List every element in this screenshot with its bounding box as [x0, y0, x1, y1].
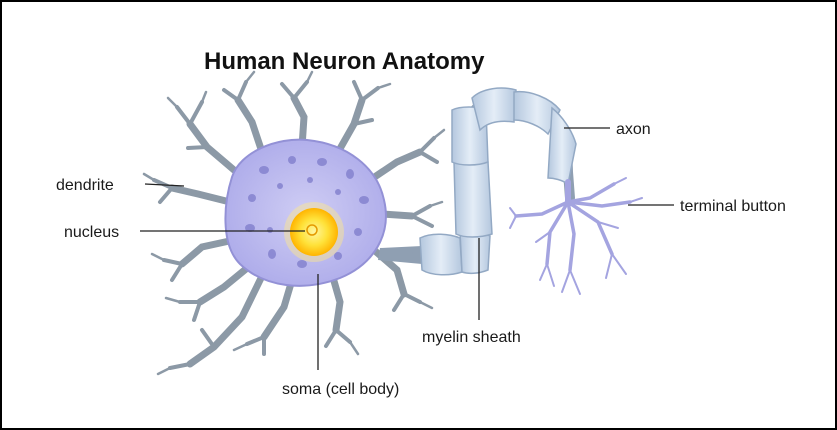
axon-terminal	[510, 178, 642, 294]
label-soma: soma (cell body)	[282, 381, 399, 398]
label-myelin-sheath: myelin sheath	[422, 329, 521, 346]
label-axon: axon	[616, 121, 651, 138]
myelin-sheath	[420, 88, 576, 275]
diagram-title: Human Neuron Anatomy	[204, 48, 485, 75]
label-nucleus: nucleus	[64, 224, 119, 241]
label-terminal-button: terminal button	[680, 198, 786, 215]
label-dendrite: dendrite	[56, 177, 114, 194]
nucleus	[284, 202, 344, 262]
